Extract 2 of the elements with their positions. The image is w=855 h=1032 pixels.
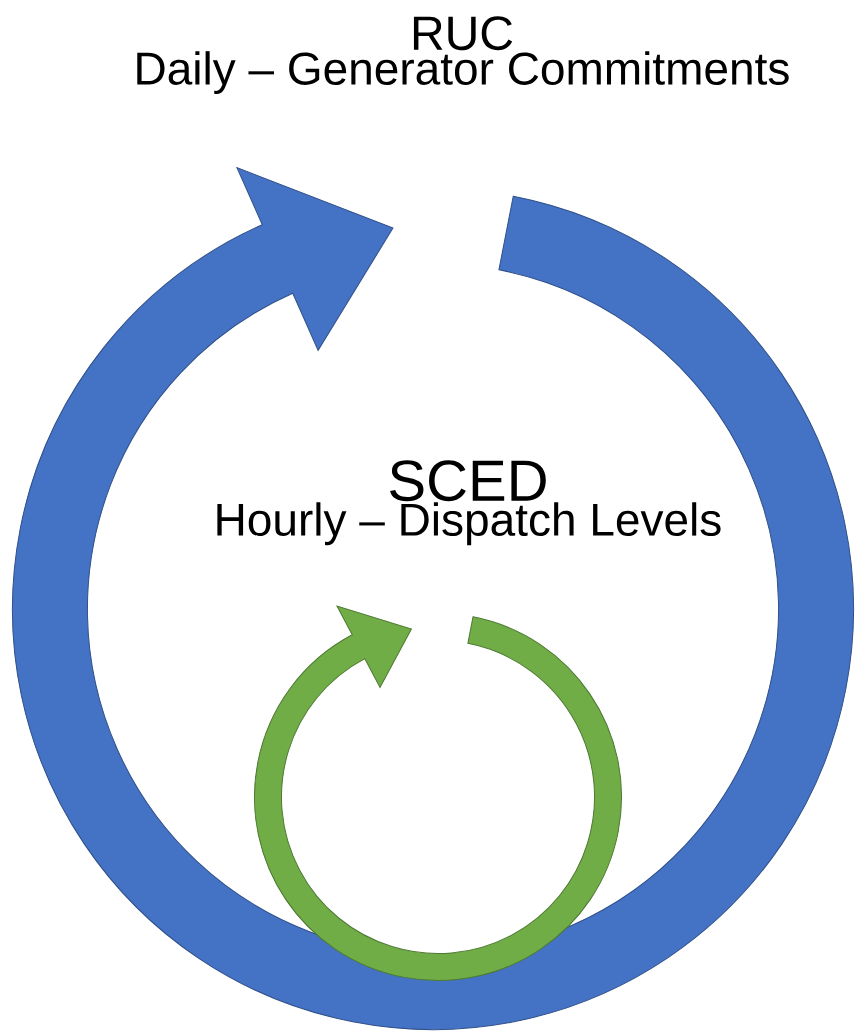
heading-text: RUC Daily – Generator Commitments <box>137 16 789 95</box>
heading-text: SCED Hourly – Dispatch Levels <box>217 460 721 546</box>
